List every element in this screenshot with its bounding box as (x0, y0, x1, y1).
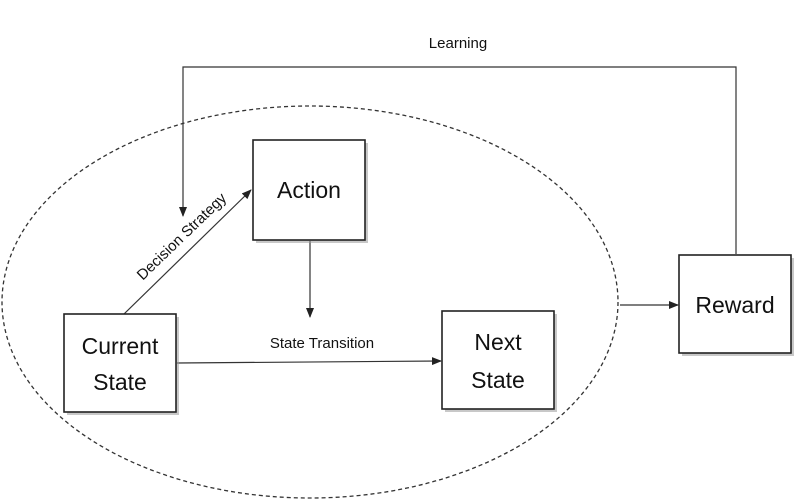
action-node: Action (252, 139, 368, 243)
next-state-label-line1: Next (474, 329, 522, 355)
reward-label: Reward (695, 292, 774, 318)
state-transition-label: State Transition (270, 335, 374, 352)
next-state-node: Next State (441, 310, 557, 412)
learning-arrow (179, 66, 737, 254)
environment-ellipse (1, 105, 619, 499)
learning-label: Learning (429, 35, 487, 52)
current-state-label-line2: State (93, 369, 147, 395)
reward-node: Reward (678, 254, 794, 356)
current-state-node: Current State (63, 313, 179, 415)
state-transition-arrow (176, 357, 442, 366)
next-state-label-line2: State (471, 367, 525, 393)
decision-strategy-arrow (123, 189, 252, 315)
action-label: Action (277, 177, 341, 203)
current-state-label-line1: Current (82, 333, 159, 359)
decision-strategy-label: Decision Strategy (134, 189, 231, 283)
